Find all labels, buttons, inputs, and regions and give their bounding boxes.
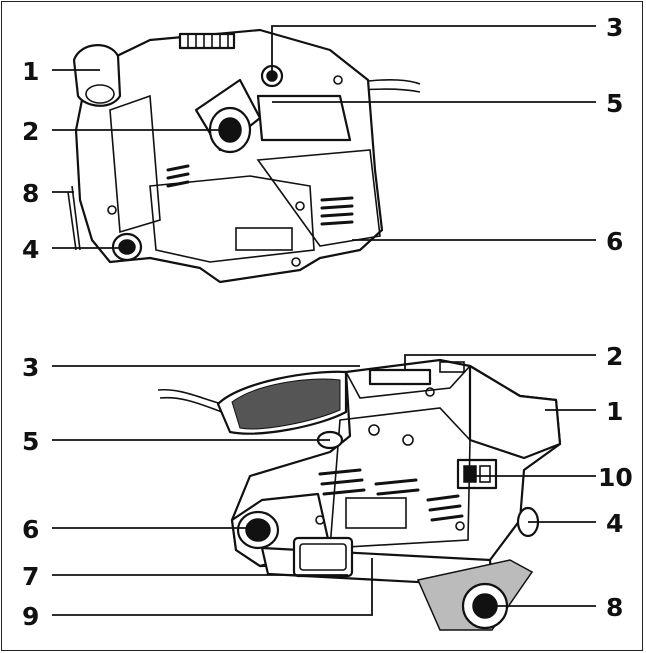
top-callouts: 1 2 8 4 3 5 6: [22, 13, 623, 264]
bottom-vents: [318, 468, 464, 522]
top-belt-edge: [71, 185, 81, 251]
bottom-callouts: 3 5 6 7 9 2 1 10 4 8: [22, 342, 633, 631]
callout-top-3: 3: [606, 13, 623, 42]
bottom-handle-grip-texture: [231, 378, 341, 430]
callout-bottom-1: 1: [606, 397, 623, 426]
top-front-handle: [72, 44, 122, 107]
callout-bottom-6: 6: [22, 515, 39, 544]
callout-bottom-4: 4: [606, 509, 623, 538]
bottom-power-cord: [157, 388, 223, 405]
top-leader-lines: [52, 25, 596, 249]
bottom-front-handle: [468, 364, 562, 460]
callout-bottom-9: 9: [22, 602, 39, 631]
bottom-belt-lever: [292, 536, 354, 578]
callout-top-2: 2: [22, 117, 39, 146]
callout-bottom-3: 3: [22, 353, 39, 382]
bottom-view-sander: [157, 358, 562, 631]
callout-top-4: 4: [22, 235, 39, 264]
top-motor-housing: [256, 149, 381, 247]
callout-bottom-7: 7: [22, 562, 39, 591]
callout-top-1: 1: [22, 57, 39, 86]
bottom-top-slot: [368, 368, 432, 386]
top-view-sander: [67, 28, 421, 284]
top-vents: [166, 164, 354, 226]
callout-bottom-5: 5: [22, 427, 39, 456]
callout-bottom-2: 2: [606, 342, 623, 371]
callout-top-8: 8: [22, 179, 39, 208]
top-switch-handle: [256, 94, 352, 142]
callout-bottom-10: 10: [598, 463, 633, 492]
callout-bottom-8: 8: [606, 593, 623, 622]
callout-top-6: 6: [606, 227, 623, 256]
bottom-leader-lines: [52, 354, 596, 616]
callout-top-5: 5: [606, 89, 623, 118]
